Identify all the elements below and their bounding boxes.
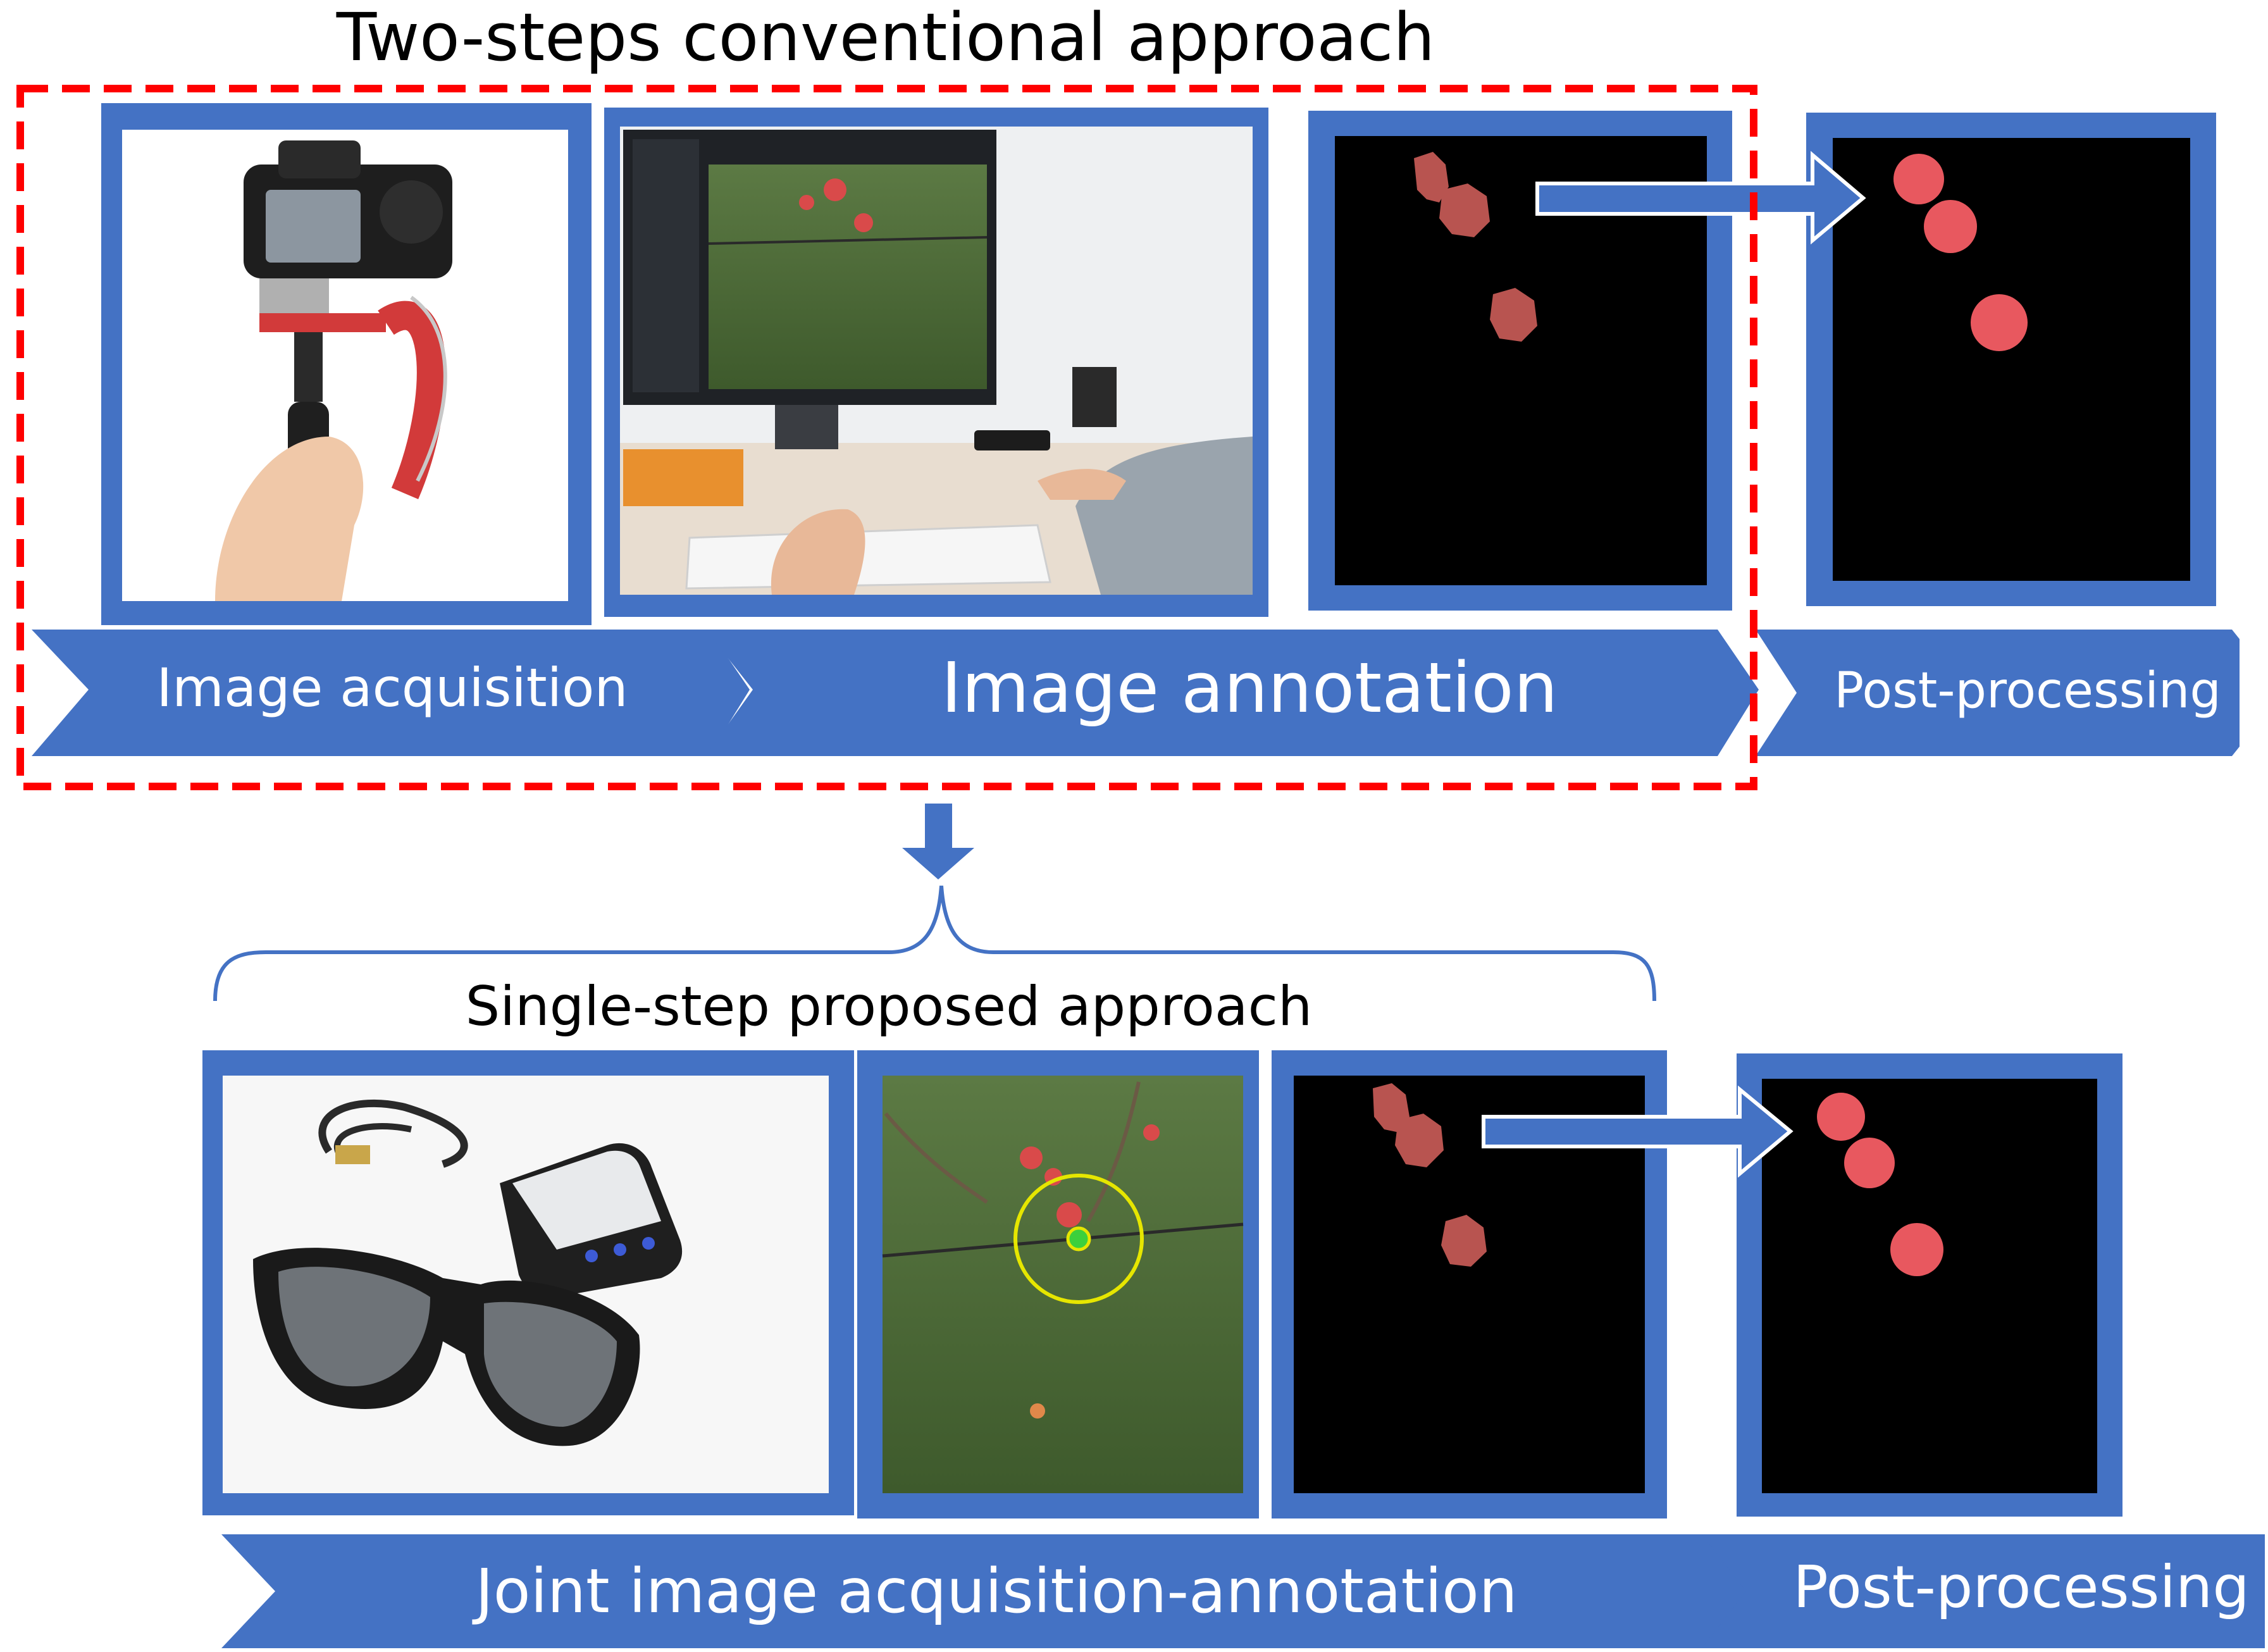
chevron-label-image-annotation: Image annotation [941,647,1558,728]
chevron-image-acquisition [32,630,750,756]
processed-mask-blobs [1893,154,2028,351]
postprocess-arrow-top [1535,151,1866,245]
frame-orchard-gaze [857,1050,1259,1518]
gaze-point [1066,1226,1091,1251]
raw-mask-blobs-bottom [1373,1083,1487,1267]
frame-image-acquisition [101,103,592,625]
chevron-image-annotation [705,630,1759,756]
chevron-label-joint-acquisition-annotation: Joint image acquisition-annotation [472,1556,1517,1627]
chevron-post-processing-top [1756,630,2240,756]
frame-processed-mask-bottom [1737,1053,2122,1517]
chevron-label-post-processing-top: Post-processing [1834,662,2221,719]
frame-eye-tracking-device [202,1050,854,1515]
chevron-label-image-acquisition: Image acquisition [156,657,628,719]
orchard-gaze-view-photo-icon [882,1081,1244,1419]
processed-mask-blobs-bottom [1817,1093,1943,1276]
top-title: Two-steps conventional approach [336,0,1435,76]
chevron-label-post-processing-bottom: Post-processing [1793,1553,2250,1621]
bottom-title: Single-step proposed approach [466,975,1313,1038]
chevron-post-processing-bottom [1702,1534,2265,1648]
frame-processed-mask-top [1806,113,2216,606]
eye-tracking-glasses-photo-icon [253,1099,683,1446]
chevron-joint-acquisition-annotation [221,1534,1749,1648]
gaze-ring [1013,1174,1144,1304]
curly-brace [213,885,1656,1002]
frame-annotation-desk [604,108,1268,617]
camera-gimbal-photo-icon [215,140,452,601]
down-arrow [902,804,974,879]
postprocess-arrow-bottom [1482,1085,1794,1178]
annotation-workstation-photo-icon [620,127,1253,595]
conventional-approach-dashed-box [16,85,1757,790]
raw-mask-blobs [1414,152,1537,342]
